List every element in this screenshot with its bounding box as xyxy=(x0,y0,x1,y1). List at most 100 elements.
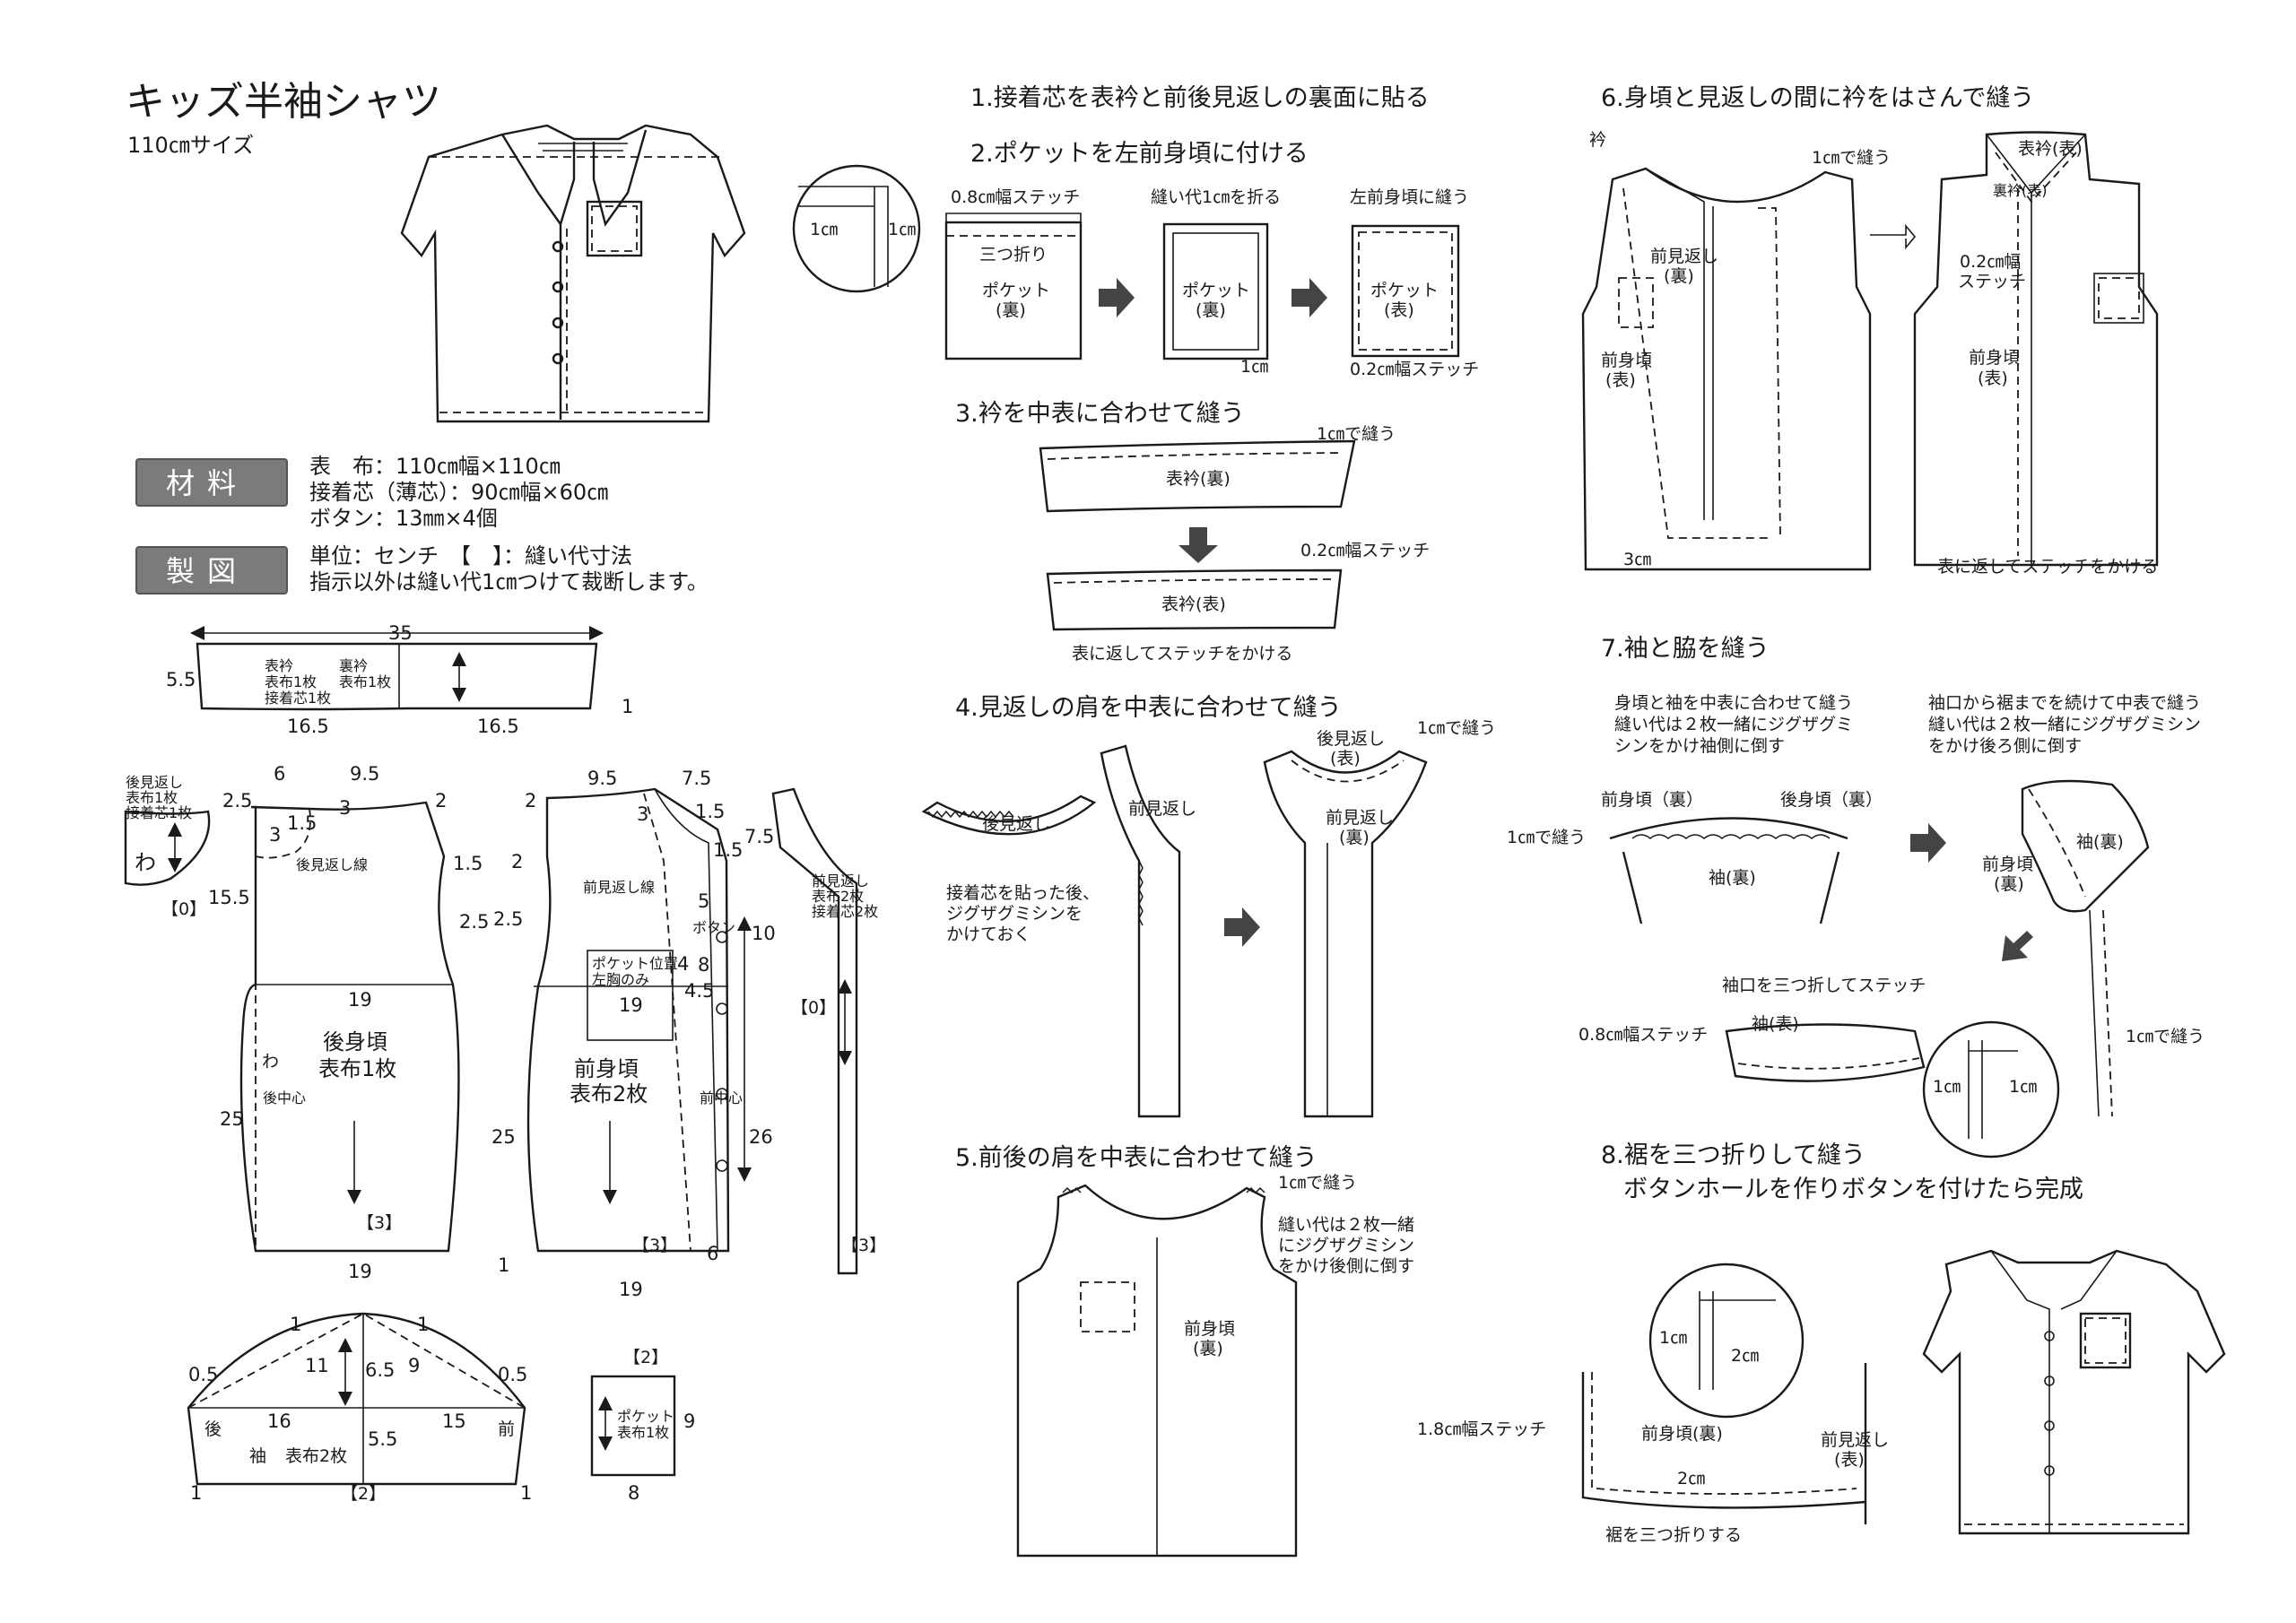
step2-right: (表) xyxy=(1384,300,1414,320)
step6-front-right2: 前身頃 xyxy=(1969,348,2020,368)
step8-right: (表) xyxy=(1834,1450,1865,1470)
sleeve-dim-cap-h: 5.5 xyxy=(368,1428,397,1450)
front-dim-shoulder: 9.5 xyxy=(587,768,617,789)
front-pocket-note: 左胸のみ xyxy=(592,971,649,988)
step7-sleeve-wrong2: 袖(裏) xyxy=(2076,832,2124,852)
step7-diagram: 身頃と袖を中表に合わせて縫う 縫い代は２枚一緒にジグザグミ シンをかけ袖側に倒す… xyxy=(1507,693,2205,1159)
back-dim-facing-w: 1.5 xyxy=(287,812,317,834)
back-dim-arm2: 2.5 xyxy=(459,911,489,933)
step5-note-1: 縫い代は２枚一緒 xyxy=(1278,1215,1414,1235)
back-bodice-draft: 6 9.5 2.5 2 3 3 1.5 後見返し線 15.5 1.5 2.5 1… xyxy=(208,763,489,1282)
step6-wrong: (裏) xyxy=(1664,266,1694,286)
size-label: 110㎝サイズ xyxy=(127,133,254,158)
pattern-seam-note: 指示以外は縫い代1㎝つけて裁断します。 xyxy=(309,569,709,595)
front-bodice-draft: 2 9.5 7.5 3 1.5 1.5 7.5 2 2.5 前見返し線 5 ボタ… xyxy=(491,768,776,1300)
front-facing-line: 前見返し線 xyxy=(583,879,655,896)
front-dim-pocket-y: 4.5 xyxy=(684,980,714,1002)
step7-front-wrong: 前身頃（裏） xyxy=(1601,790,1703,810)
front-dim-neck: 7.5 xyxy=(682,768,711,789)
step6-dim3: 3㎝ xyxy=(1623,550,1651,569)
step2-one-cm: 1㎝ xyxy=(1240,357,1268,377)
step7-note-r2: 縫い代は２枚一緒にジグザグミシン xyxy=(1928,715,2201,734)
step6-facing-wrong: 前見返し xyxy=(1650,247,1718,266)
step8-title2: ボタンホールを作りボタンを付けたら完成 xyxy=(1623,1176,2083,1203)
back-facing-fabric: 表布1枚 xyxy=(126,789,178,806)
step2-detail-2: 1㎝ xyxy=(888,220,916,239)
step8-facing: 前見返し xyxy=(1821,1430,1889,1450)
front-dim-neck1: 1.5 xyxy=(695,801,725,822)
materials-label: 材料 xyxy=(166,466,248,500)
step4-title: 4.見返しの肩を中表に合わせて縫う xyxy=(955,694,1342,722)
step6-stitch: 0.2㎝幅 xyxy=(1960,252,2021,272)
step6-diagram: 衿 1㎝で縫う 前見返し (裏) 前身頃 (表) 3㎝ 表衿(表) 裏衿(表) … xyxy=(1581,130,2158,577)
sleeve-name: 袖 xyxy=(249,1446,266,1466)
step2-stitch-top: 0.8㎝幅ステッチ xyxy=(951,187,1080,207)
step6-collar: 衿 xyxy=(1589,130,1606,150)
step5-note-3: をかけ後側に倒す xyxy=(1278,1256,1414,1276)
back-dim-slope-l: 2.5 xyxy=(222,790,252,812)
step8-title: 8.裾を三つ折りして縫う xyxy=(1601,1141,1866,1169)
front-facing-interfacing: 接着芯2枚 xyxy=(812,903,878,920)
front-facing-seam-top: 【0】 xyxy=(791,998,836,1018)
step4-note-3: かけておく xyxy=(946,924,1031,944)
front-button: ボタン xyxy=(692,919,735,936)
collar-dim-height: 5.5 xyxy=(166,669,196,690)
step6-turn: 表に返してステッチをかける xyxy=(1937,557,2158,577)
sleeve-dim-top-l: 1 xyxy=(290,1314,301,1335)
front-dim-pocket-w: 19 xyxy=(619,994,643,1016)
pocket-dim-height: 9 xyxy=(683,1410,695,1432)
front-dim-pocket-x: 4 xyxy=(677,953,689,975)
back-dim-arm1: 1.5 xyxy=(453,853,483,874)
front-dim-front-total: 26 xyxy=(749,1126,773,1148)
back-bodice-fabric: 表布1枚 xyxy=(318,1056,396,1081)
step5-title: 5.前後の肩を中表に合わせて縫う xyxy=(955,1144,1318,1172)
step6-title: 6.身頃と見返しの間に衿をはさんで縫う xyxy=(1601,84,2034,112)
step6-right: (表) xyxy=(1605,370,1636,390)
sleeve-draft: 1 1 11 6.5 9 0.5 0.5 後 16 15 前 袖 表布2枚 5.… xyxy=(187,1312,532,1504)
step4-back-facing: 後見返し xyxy=(982,814,1050,834)
step6-front-right: 前身頃 xyxy=(1601,351,1652,370)
step7-note-l3: シンをかけ袖側に倒す xyxy=(1614,736,1785,756)
back-facing-draft: 後見返し 表布1枚 接着芯1枚 わ 【0】 xyxy=(124,774,211,919)
step8-two-cm: 2㎝ xyxy=(1677,1469,1705,1488)
step8-fold: 裾を三つ折りする xyxy=(1605,1525,1742,1545)
sleeve-dim-corner-r: 1 xyxy=(520,1482,532,1504)
sleeve-dim-top-r: 1 xyxy=(417,1314,429,1335)
collar-corner: 1 xyxy=(622,696,633,717)
step6-right2: (表) xyxy=(1978,369,2008,388)
sleeve-dim-corner-l: 1 xyxy=(190,1482,202,1504)
sleeve-dim-cap-c: 6.5 xyxy=(365,1359,395,1381)
step5-front-wrong: 前身頃 xyxy=(1184,1319,1235,1339)
back-dim-armhole: 15.5 xyxy=(208,887,250,908)
step2-wrong: (裏) xyxy=(996,300,1026,320)
step2-stitch-02: 0.2㎝幅ステッチ xyxy=(1350,360,1479,379)
collar-draft: 35 5.5 表衿 裏衿 表布1枚 表布1枚 接着芯1枚 16.5 16.5 1 xyxy=(166,622,633,737)
back-fold-mark: わ xyxy=(262,1052,279,1072)
step6-stitch2: ステッチ xyxy=(1958,272,2026,291)
materials-block: 材料 表 布：110㎝幅×110㎝ 接着芯（薄芯）：90㎝幅×60㎝ ボタン：1… xyxy=(135,454,709,595)
sleeve-dim-back: 16 xyxy=(267,1410,291,1432)
sleeve-dim-front: 15 xyxy=(442,1410,466,1432)
step3-stitch: 0.2㎝幅ステッチ xyxy=(1300,541,1430,560)
sleeve-dim-edge-l: 0.5 xyxy=(188,1364,218,1385)
step8-diagram: 1㎝ 2㎝ 1.8㎝幅ステッチ 前身頃(裏) 前見返し (表) 2㎝ 裾を三つ折… xyxy=(1417,1249,2226,1545)
sleeve-back-label: 後 xyxy=(204,1419,222,1439)
step4-diagram: 後見返し 接着芯を貼った後、 ジグザグミシンを かけておく 前見返し 1㎝で縫う… xyxy=(921,718,1496,1118)
front-facing-name: 前見返し xyxy=(812,872,869,890)
front-bodice-name: 前身頃 xyxy=(574,1056,639,1081)
step7-hem-note: 袖口を三つ折してステッチ xyxy=(1722,976,1926,995)
material-fabric: 表 布：110㎝幅×110㎝ xyxy=(309,454,561,479)
pocket-draft: 【2】 ポケット 表布1枚 9 8 xyxy=(590,1348,695,1504)
step6-sew: 1㎝で縫う xyxy=(1812,148,1891,168)
front-dim-btn-top: 5 xyxy=(698,890,709,912)
step3-sew: 1㎝で縫う xyxy=(1317,424,1396,444)
step8-stitch: 1.8㎝幅ステッチ xyxy=(1417,1419,1546,1439)
page-title: キッズ半袖シャツ xyxy=(126,79,441,125)
step8-detail-1: 1㎝ xyxy=(1659,1328,1687,1348)
step7-detail-1: 1㎝ xyxy=(1933,1077,1961,1097)
step7-sleeve-wrong: 袖(裏) xyxy=(1709,868,1756,888)
step4-front-facing-wrong: 前見返し xyxy=(1326,808,1394,828)
step3-title: 3.衿を中表に合わせて縫う xyxy=(955,400,1245,428)
step7-back-wrong: 後身頃（裏） xyxy=(1780,790,1883,810)
